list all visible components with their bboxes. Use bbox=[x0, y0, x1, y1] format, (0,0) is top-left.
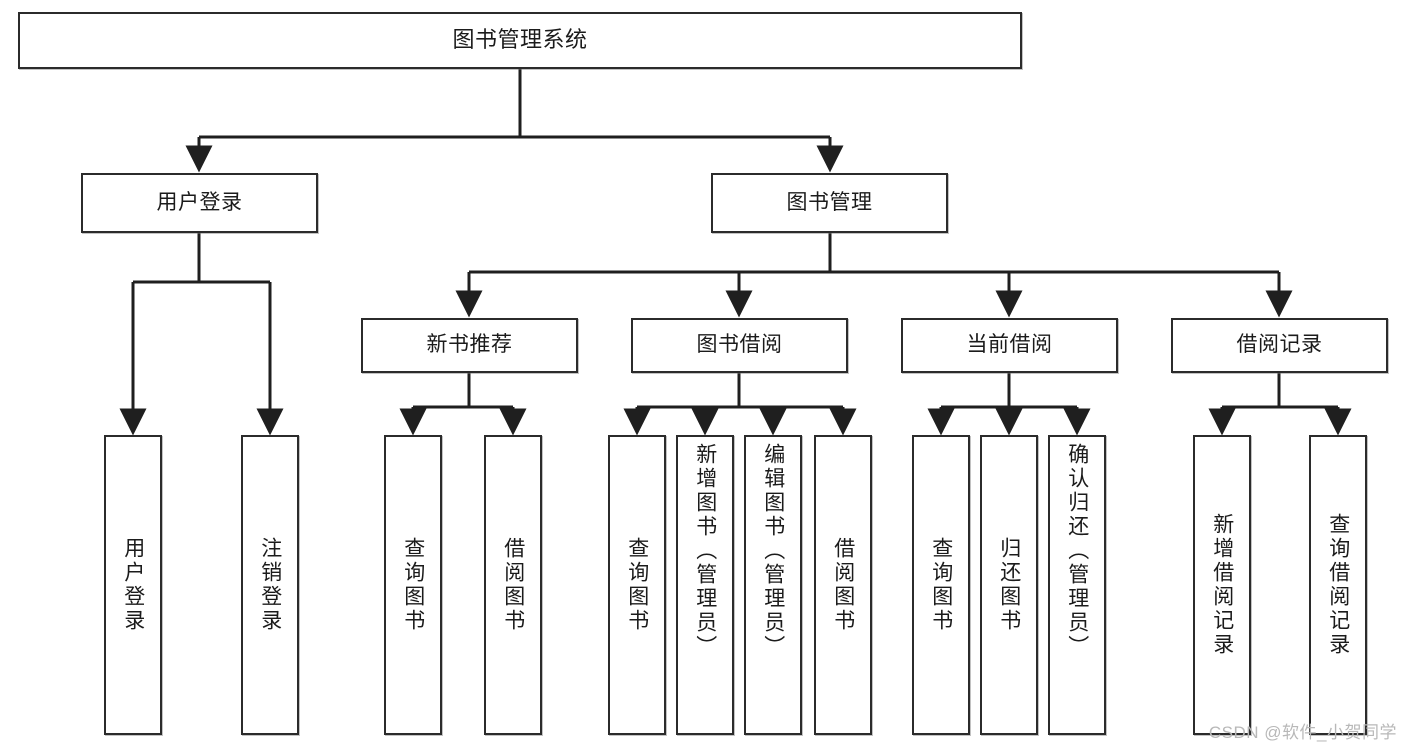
leaf-new-book-query[interactable]: 查询图书 bbox=[384, 435, 442, 735]
leaf-user-login-logout[interactable]: 注销登录 bbox=[241, 435, 299, 735]
leaf-user-login-login[interactable]: 用户登录 bbox=[104, 435, 162, 735]
node-label: 查询图书 bbox=[929, 537, 953, 633]
leaf-borrow-record-query[interactable]: 查询借阅记录 bbox=[1309, 435, 1367, 735]
leaf-new-book-borrow[interactable]: 借阅图书 bbox=[484, 435, 542, 735]
leaf-borrow-record-add[interactable]: 新增借阅记录 bbox=[1193, 435, 1251, 735]
node-label: 新书推荐 bbox=[426, 333, 513, 357]
node-book-management[interactable]: 图书管理 bbox=[711, 173, 948, 233]
leaf-book-borrow-query[interactable]: 查询图书 bbox=[608, 435, 666, 735]
leaf-book-borrow-borrow[interactable]: 借阅图书 bbox=[814, 435, 872, 735]
node-current-borrow[interactable]: 当前借阅 bbox=[901, 318, 1118, 373]
node-label: 新增借阅记录 bbox=[1210, 513, 1234, 657]
node-label: 编辑图书（管理员） bbox=[761, 443, 785, 659]
node-label: 当前借阅 bbox=[966, 333, 1053, 357]
leaf-book-borrow-edit[interactable]: 编辑图书（管理员） bbox=[744, 435, 802, 735]
node-root-book-management-system[interactable]: 图书管理系统 bbox=[18, 12, 1022, 69]
watermark-text: CSDN @软件_小贺同学 bbox=[1208, 723, 1397, 742]
node-label: 图书借阅 bbox=[696, 333, 783, 357]
node-new-book-recommend[interactable]: 新书推荐 bbox=[361, 318, 578, 373]
node-label: 图书管理 bbox=[786, 190, 873, 214]
node-label: 新增图书（管理员） bbox=[693, 443, 717, 659]
leaf-current-borrow-confirm-return[interactable]: 确认归还（管理员） bbox=[1048, 435, 1106, 735]
node-label: 图书管理系统 bbox=[452, 27, 588, 53]
node-label: 查询图书 bbox=[625, 537, 649, 633]
node-borrow-record[interactable]: 借阅记录 bbox=[1171, 318, 1388, 373]
node-book-borrow[interactable]: 图书借阅 bbox=[631, 318, 848, 373]
node-user-login[interactable]: 用户登录 bbox=[81, 173, 318, 233]
node-label: 注销登录 bbox=[258, 537, 282, 633]
node-label: 用户登录 bbox=[121, 537, 145, 633]
node-label: 查询借阅记录 bbox=[1326, 513, 1350, 657]
node-label: 借阅图书 bbox=[501, 537, 525, 633]
node-label: 归还图书 bbox=[997, 537, 1021, 633]
node-label: 确认归还（管理员） bbox=[1065, 443, 1089, 659]
node-label: 查询图书 bbox=[401, 537, 425, 633]
leaf-current-borrow-query[interactable]: 查询图书 bbox=[912, 435, 970, 735]
node-label: 借阅记录 bbox=[1236, 333, 1323, 357]
leaf-current-borrow-return[interactable]: 归还图书 bbox=[980, 435, 1038, 735]
leaf-book-borrow-add[interactable]: 新增图书（管理员） bbox=[676, 435, 734, 735]
node-label: 用户登录 bbox=[156, 190, 243, 214]
node-label: 借阅图书 bbox=[831, 537, 855, 633]
